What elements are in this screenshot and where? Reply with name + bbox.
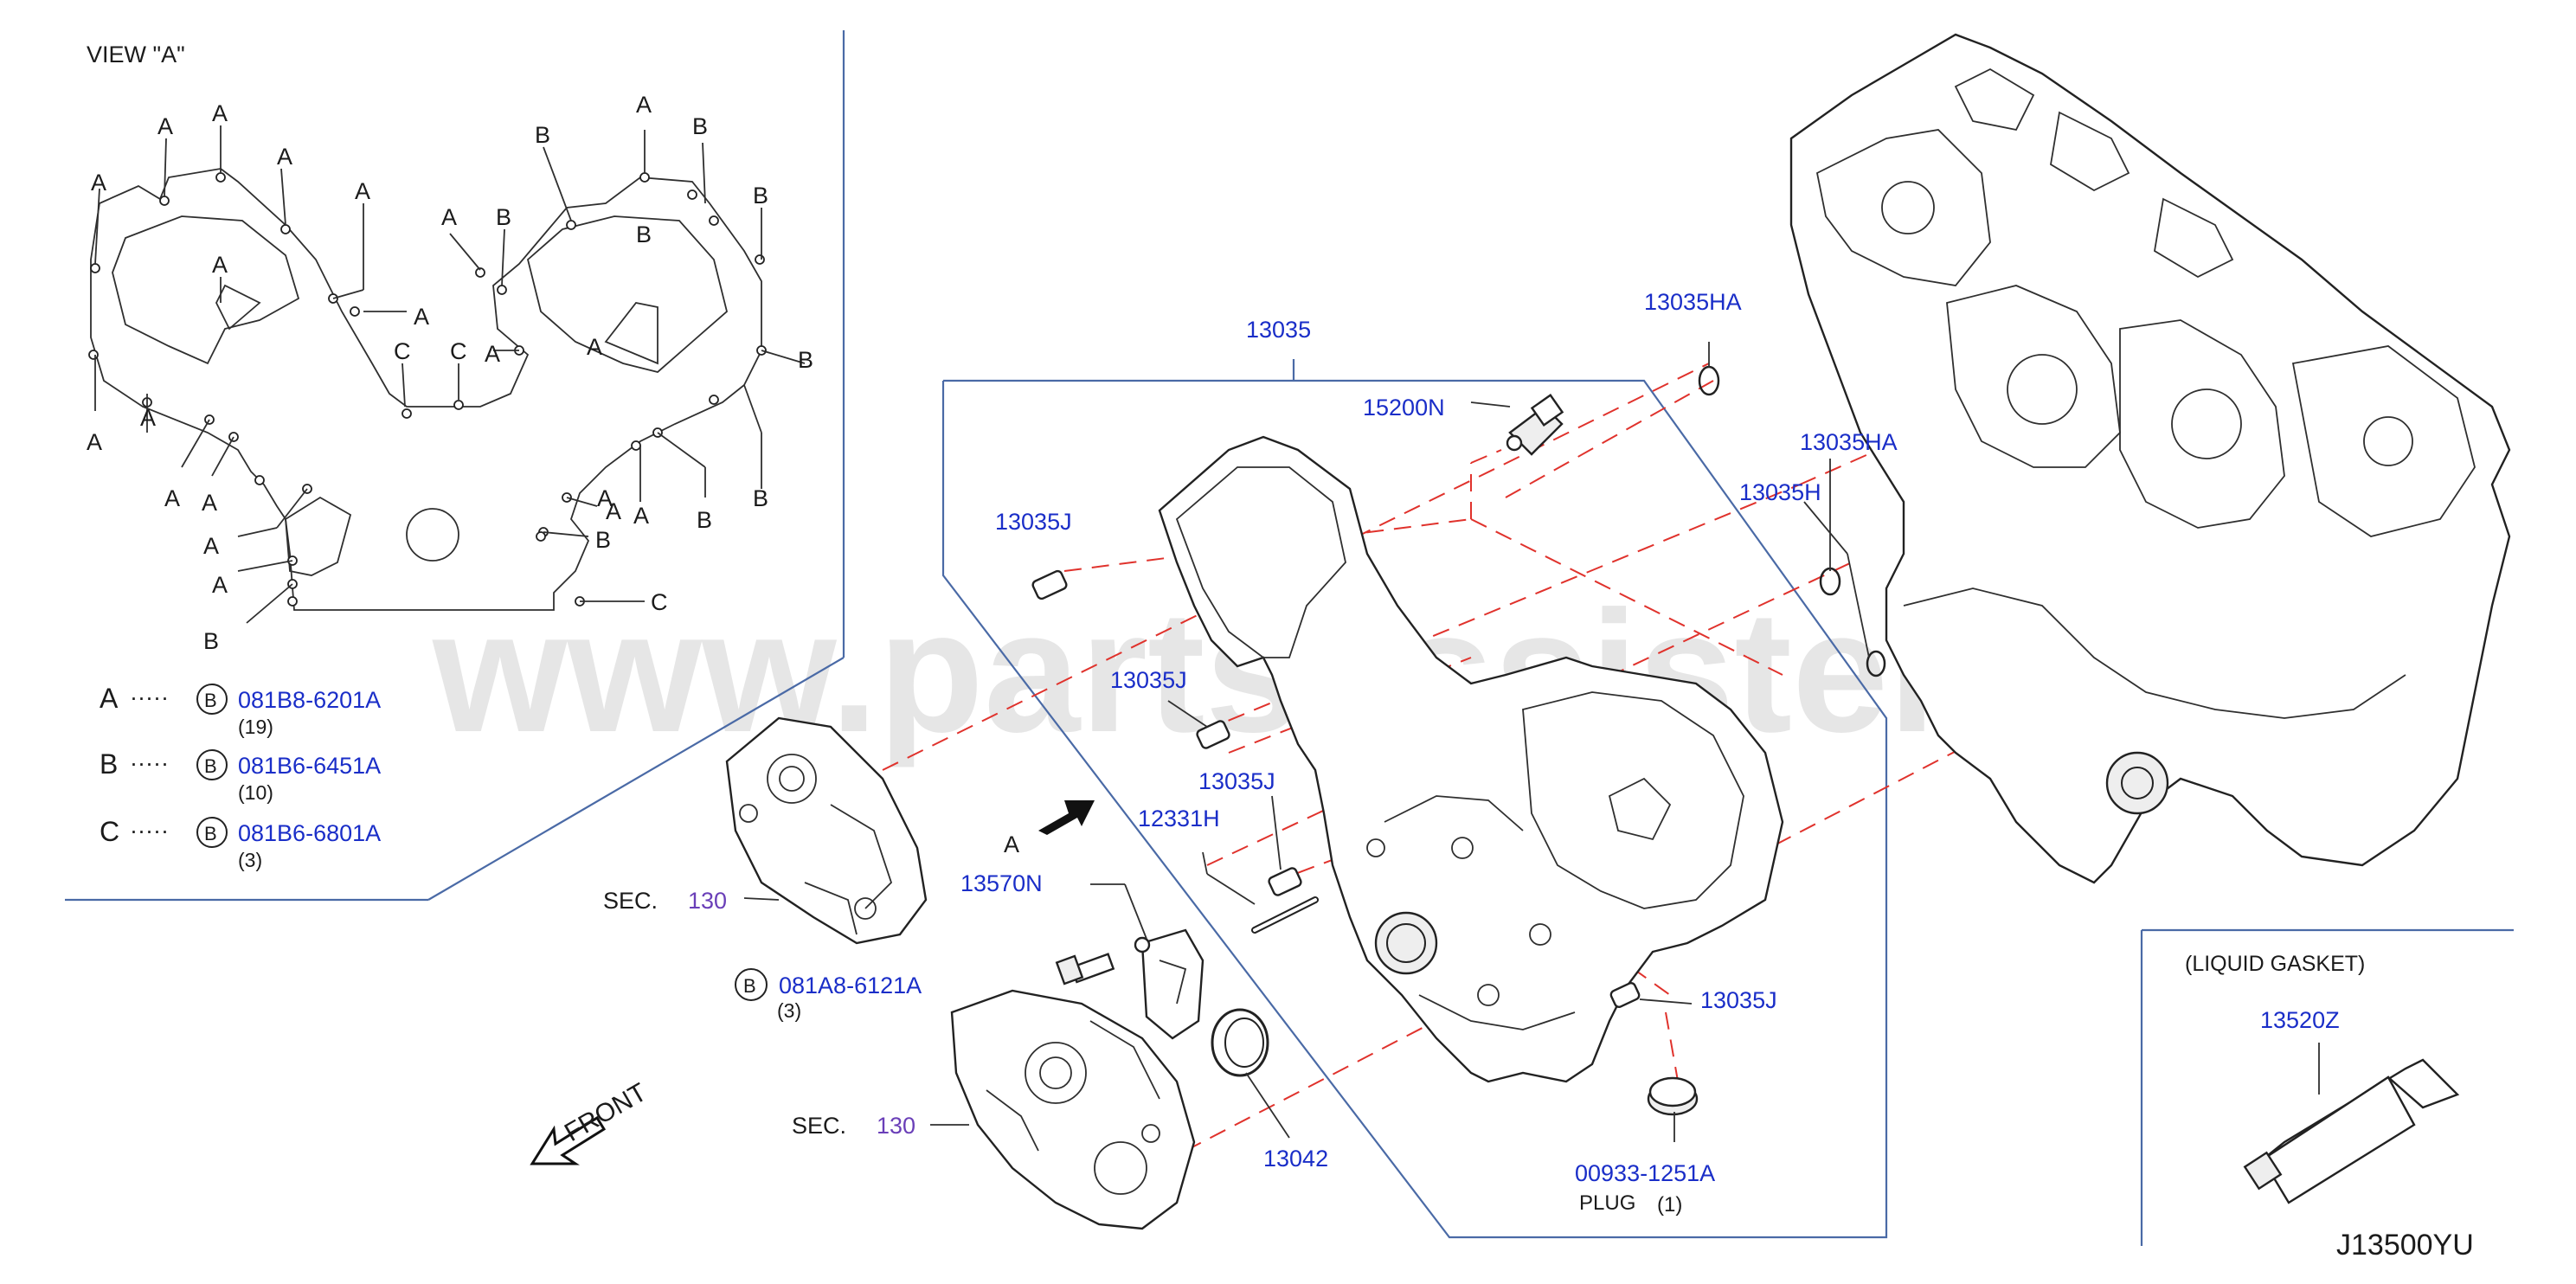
label-dowel[interactable]: 13035J	[995, 509, 1072, 535]
legend-letter: B	[100, 748, 118, 780]
callout-leaders	[743, 342, 2320, 1142]
view-point-label: A	[414, 304, 429, 330]
legend-letter: C	[100, 816, 119, 847]
view-point-label: A	[633, 503, 649, 529]
legend-qty: (3)	[238, 849, 262, 871]
view-point-label: B	[535, 122, 550, 148]
view-point-label: A	[636, 92, 652, 118]
view-point-label: A	[212, 572, 228, 598]
label-cover-plate[interactable]: 13570N	[960, 870, 1043, 896]
view-point-label: B	[595, 527, 611, 553]
view-point-label: B	[798, 347, 813, 373]
legend-qty: (10)	[238, 781, 273, 804]
cover-assembly-frame	[941, 359, 1888, 1239]
label-timing-cover[interactable]: 13035	[1246, 317, 1311, 343]
label-view-arrow: A	[1004, 831, 1019, 857]
label-front: FRONT	[560, 1078, 652, 1147]
view-point-label: A	[157, 113, 173, 139]
view-point-label: A	[485, 341, 500, 367]
view-a-leaders	[94, 125, 806, 624]
label-section-ref[interactable]: 130	[688, 888, 727, 914]
plug	[1647, 1076, 1699, 1116]
label-dowel[interactable]: 13035J	[1110, 667, 1187, 693]
view-point-label: A	[202, 490, 217, 516]
view-point-label: A	[441, 204, 457, 230]
bolt-legend: A ····· B 081B8-6201A (19) B ····· B 081…	[100, 683, 381, 871]
label-oil-seal[interactable]: 13042	[1263, 1146, 1328, 1172]
view-point-label: B	[496, 204, 511, 230]
legend-part-number[interactable]: 081B8-6201A	[238, 687, 381, 713]
label-bolt-circle-mark: B	[743, 975, 756, 997]
view-point-label: A	[87, 429, 102, 455]
bolt	[1055, 953, 1115, 985]
view-point-label: B	[692, 113, 708, 139]
view-a-arrow	[1038, 800, 1095, 835]
legend-part-number[interactable]: 081B6-6801A	[238, 820, 381, 846]
view-point-label: B	[753, 183, 768, 209]
view-point-label: A	[587, 334, 602, 360]
legend-circle-mark: B	[204, 823, 217, 844]
view-point-label: B	[636, 221, 652, 247]
water-pump-lower	[950, 989, 1196, 1230]
front-arrow	[530, 1115, 607, 1165]
label-o-ring[interactable]: 13035HA	[1800, 429, 1898, 455]
label-o-ring[interactable]: 13035HA	[1644, 289, 1742, 315]
cover-plate	[1134, 928, 1204, 1040]
view-point-label: A	[91, 170, 106, 196]
legend-circle-mark: B	[204, 690, 217, 711]
label-liquid-gasket-note: (LIQUID GASKET)	[2185, 952, 2365, 976]
water-pump-upper	[725, 716, 928, 945]
liquid-gasket-tube	[2243, 1058, 2460, 1204]
label-o-ring-h[interactable]: 13035H	[1739, 479, 1821, 505]
label-bolt[interactable]: 081A8-6121A	[779, 973, 922, 998]
dowel-pins	[1031, 569, 1641, 1008]
label-section-prefix: SEC.	[792, 1113, 846, 1139]
legend-dots: ·····	[130, 818, 169, 844]
label-plug-qty: (1)	[1657, 1193, 1682, 1217]
engine-block	[1789, 33, 2511, 884]
label-liquid-gasket[interactable]: 13520Z	[2260, 1007, 2340, 1033]
label-camshaft-sensor[interactable]: 15200N	[1363, 395, 1445, 421]
label-bolt-qty: (3)	[777, 999, 801, 1022]
view-point-label: C	[450, 338, 467, 364]
view-point-label: A	[597, 485, 613, 511]
legend-circle-mark: B	[204, 755, 217, 777]
view-a-frame	[65, 30, 845, 902]
view-point-label: B	[697, 507, 712, 533]
legend-letter: A	[100, 683, 119, 714]
label-plug[interactable]: 00933-1251A	[1575, 1160, 1715, 1186]
view-point-label: C	[651, 589, 668, 615]
locating-pin	[1251, 896, 1319, 934]
camshaft-sensor	[1506, 394, 1564, 456]
view-point-label: A	[212, 252, 228, 278]
label-section-ref[interactable]: 130	[877, 1113, 915, 1139]
view-a-cover-outline	[90, 168, 762, 611]
legend-dots: ·····	[130, 684, 169, 710]
view-point-label: B	[203, 628, 219, 654]
label-section-prefix: SEC.	[603, 888, 658, 914]
legend-dots: ·····	[130, 750, 169, 776]
view-point-label: A	[203, 533, 219, 559]
view-a-labels: A A A A A A A A A A A A A A A A A A A A …	[87, 92, 813, 654]
view-point-label: B	[753, 485, 768, 511]
legend-qty: (19)	[238, 716, 273, 738]
liquid-gasket-frame	[2140, 928, 2514, 1246]
view-point-label: C	[394, 338, 411, 364]
view-point-label: A	[355, 178, 370, 204]
view-point-label: A	[606, 498, 621, 524]
label-dowel[interactable]: 13035J	[1198, 768, 1275, 794]
legend-part-number[interactable]: 081B6-6451A	[238, 753, 381, 779]
diagram-code: J13500YU	[2336, 1229, 2474, 1262]
label-dowel[interactable]: 13035J	[1700, 987, 1777, 1013]
label-plug-name: PLUG	[1579, 1191, 1635, 1215]
view-point-label: A	[277, 144, 292, 170]
label-locating-pin[interactable]: 12331H	[1138, 806, 1220, 831]
oil-seal	[1211, 1008, 1269, 1077]
view-a-title: VIEW "A"	[87, 42, 185, 67]
view-point-label: A	[212, 100, 228, 126]
view-a-bolt-holes	[88, 172, 767, 607]
view-point-label: A	[164, 485, 180, 511]
view-point-label: A	[140, 405, 156, 431]
